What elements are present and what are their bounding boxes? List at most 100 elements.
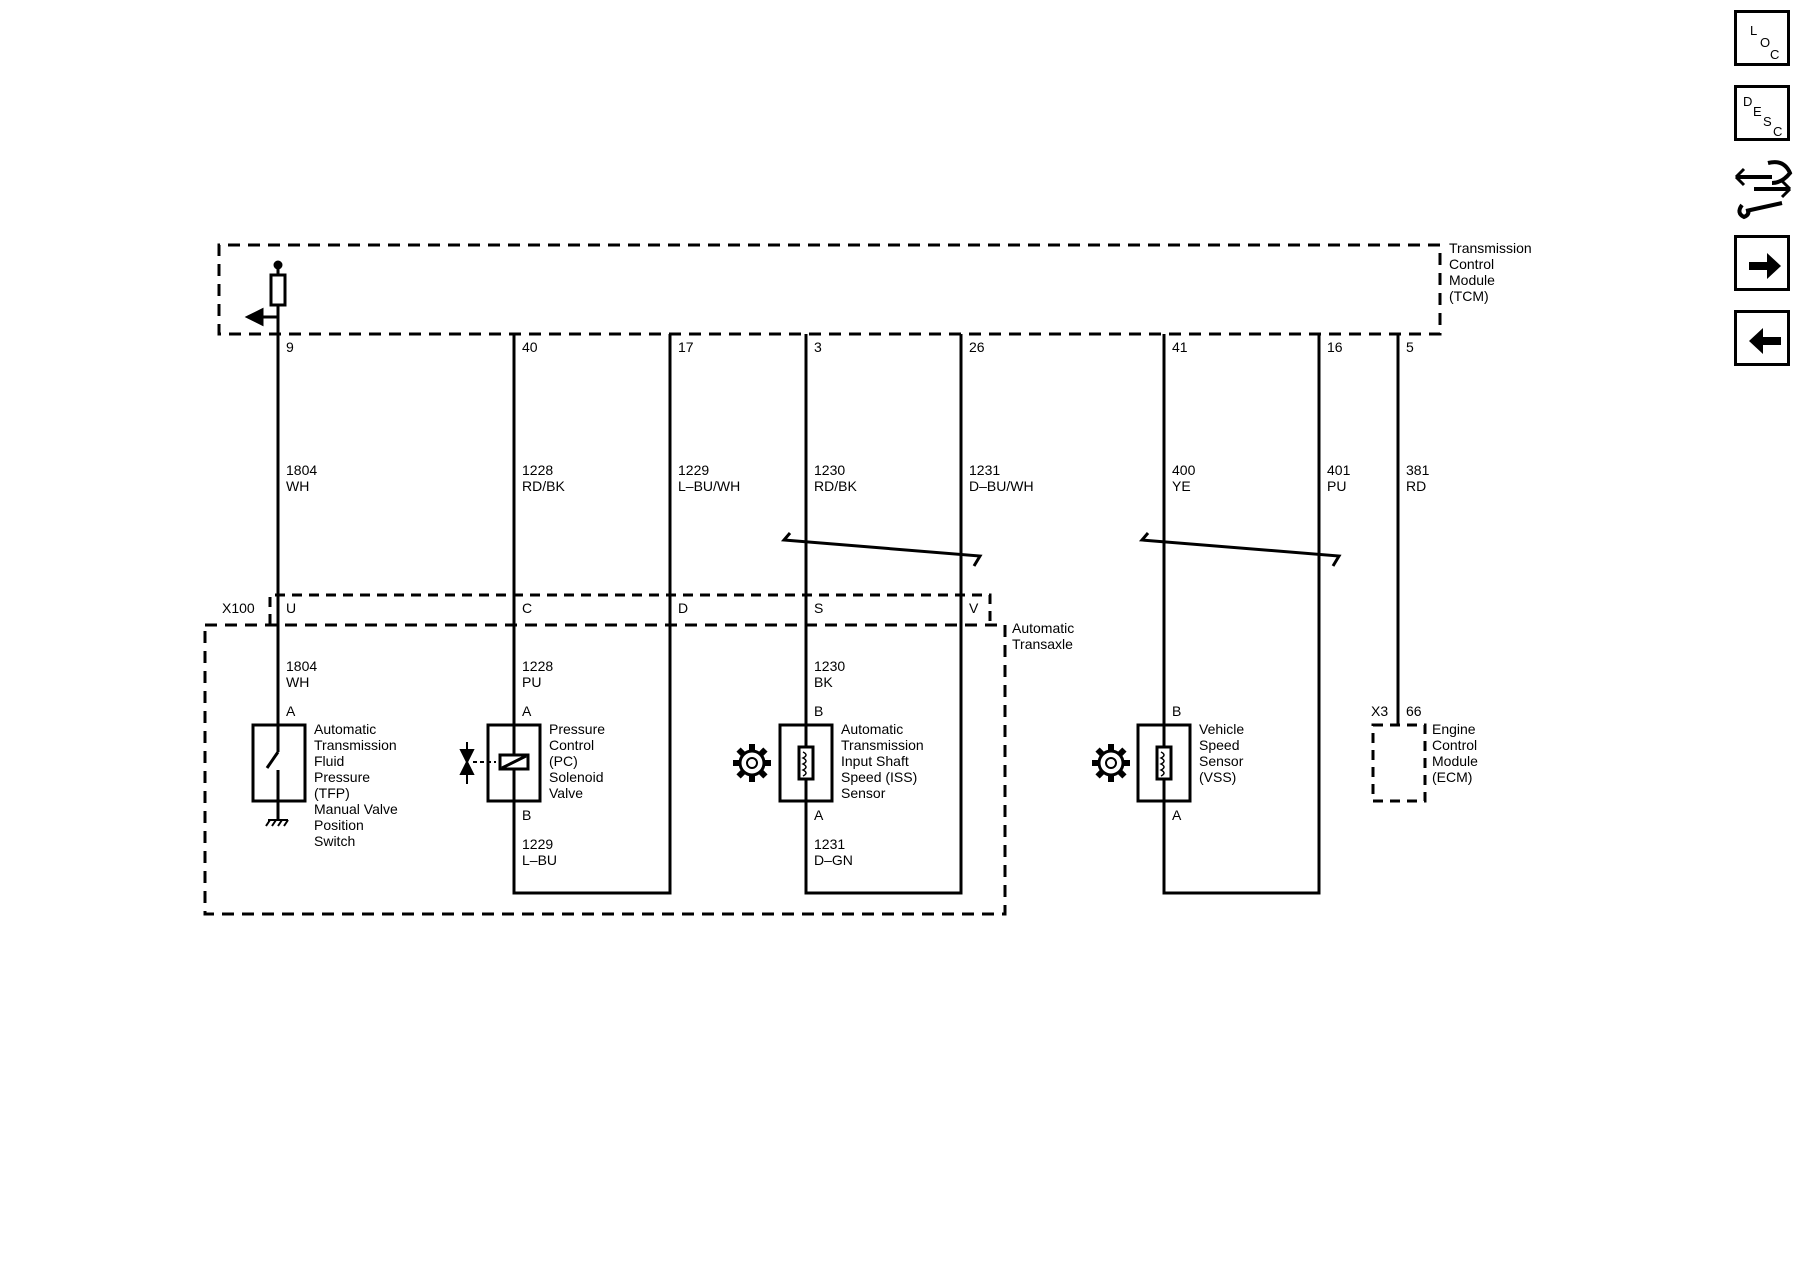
ecm-label: Engine Control Module (ECM) bbox=[1432, 721, 1478, 785]
svg-text:Transaxle: Transaxle bbox=[1012, 636, 1073, 652]
svg-text:A: A bbox=[286, 703, 296, 719]
svg-text:Input Shaft: Input Shaft bbox=[841, 753, 909, 769]
svg-text:16: 16 bbox=[1327, 339, 1343, 355]
svg-text:V: V bbox=[969, 600, 979, 616]
svg-text:L–BU/WH: L–BU/WH bbox=[678, 478, 740, 494]
connector-pinout-button[interactable] bbox=[1732, 155, 1794, 221]
svg-text:(TFP): (TFP) bbox=[314, 785, 350, 801]
svg-text:1229: 1229 bbox=[678, 462, 709, 478]
svg-text:L: L bbox=[1750, 23, 1757, 38]
svg-text:Automatic: Automatic bbox=[1012, 620, 1074, 636]
tcm-pin-numbers: 9 40 17 3 26 41 16 5 bbox=[286, 339, 1414, 355]
svg-text:YE: YE bbox=[1172, 478, 1191, 494]
svg-text:Control: Control bbox=[1432, 737, 1477, 753]
svg-text:9: 9 bbox=[286, 339, 294, 355]
pc-solenoid-label: Pressure Control (PC) Solenoid Valve bbox=[549, 721, 605, 801]
svg-text:Control: Control bbox=[1449, 256, 1494, 272]
transaxle-label: Automatic Transaxle bbox=[1012, 620, 1074, 652]
svg-text:B: B bbox=[814, 703, 823, 719]
svg-text:WH: WH bbox=[286, 478, 309, 494]
vss-sensor-label: Vehicle Speed Sensor (VSS) bbox=[1199, 721, 1244, 785]
svg-text:D: D bbox=[678, 600, 688, 616]
svg-text:B: B bbox=[522, 807, 531, 823]
svg-text:(ECM): (ECM) bbox=[1432, 769, 1472, 785]
svg-text:Manual Valve: Manual Valve bbox=[314, 801, 398, 817]
connector-pinout-icon bbox=[1734, 160, 1793, 220]
svg-text:40: 40 bbox=[522, 339, 538, 355]
svg-text:D–BU/WH: D–BU/WH bbox=[969, 478, 1034, 494]
svg-text:26: 26 bbox=[969, 339, 985, 355]
svg-text:(TCM): (TCM) bbox=[1449, 288, 1489, 304]
ground-icon bbox=[265, 819, 289, 827]
svg-text:WH: WH bbox=[286, 674, 309, 690]
svg-text:C: C bbox=[522, 600, 532, 616]
location-icon: L O C bbox=[1750, 23, 1779, 62]
svg-text:Switch: Switch bbox=[314, 833, 355, 849]
location-button[interactable]: L O C bbox=[1734, 10, 1790, 66]
svg-text:L–BU: L–BU bbox=[522, 852, 557, 868]
previous-button[interactable] bbox=[1734, 310, 1790, 366]
tcm-label: Transmission Control Module (TCM) bbox=[1449, 240, 1532, 304]
svg-text:381: 381 bbox=[1406, 462, 1430, 478]
gear-icon bbox=[1092, 744, 1130, 782]
svg-text:1231: 1231 bbox=[969, 462, 1000, 478]
x100-label: X100 bbox=[222, 600, 255, 616]
svg-text:Valve: Valve bbox=[549, 785, 583, 801]
ecm-module: X3 66 Engine Control Module (ECM) bbox=[1371, 703, 1478, 803]
svg-text:PU: PU bbox=[1327, 478, 1346, 494]
svg-text:RD/BK: RD/BK bbox=[814, 478, 857, 494]
upper-wire-labels: 1804 WH 1228 RD/BK 1229 L–BU/WH 1230 RD/… bbox=[286, 462, 1430, 494]
svg-text:1804: 1804 bbox=[286, 462, 317, 478]
vss-sensor: B A Vehicle Spee bbox=[1092, 703, 1244, 823]
next-arrow-icon bbox=[1749, 253, 1781, 279]
svg-text:D–GN: D–GN bbox=[814, 852, 853, 868]
svg-text:1230: 1230 bbox=[814, 462, 845, 478]
tcm-internal-pullup bbox=[244, 260, 287, 327]
svg-text:Position: Position bbox=[314, 817, 364, 833]
svg-text:1804: 1804 bbox=[286, 658, 317, 674]
svg-text:Module: Module bbox=[1449, 272, 1495, 288]
svg-text:Engine: Engine bbox=[1432, 721, 1476, 737]
x100-connector bbox=[268, 593, 992, 624]
tcm-module-box bbox=[217, 243, 1442, 336]
svg-text:Sensor: Sensor bbox=[1199, 753, 1244, 769]
svg-text:1229: 1229 bbox=[522, 836, 553, 852]
svg-text:BK: BK bbox=[814, 674, 833, 690]
svg-text:17: 17 bbox=[678, 339, 694, 355]
wires bbox=[276, 317, 1400, 895]
valve-icon bbox=[459, 742, 496, 784]
svg-text:Control: Control bbox=[549, 737, 594, 753]
svg-text:400: 400 bbox=[1172, 462, 1196, 478]
svg-text:401: 401 bbox=[1327, 462, 1351, 478]
description-button[interactable]: D E S C bbox=[1734, 85, 1790, 141]
svg-text:Pressure: Pressure bbox=[314, 769, 370, 785]
svg-text:Transmission: Transmission bbox=[841, 737, 924, 753]
iss-sensor: B A Automatic Tr bbox=[733, 703, 924, 823]
svg-text:A: A bbox=[814, 807, 824, 823]
svg-text:1230: 1230 bbox=[814, 658, 845, 674]
svg-text:A: A bbox=[1172, 807, 1182, 823]
svg-text:Fluid: Fluid bbox=[314, 753, 344, 769]
svg-text:Module: Module bbox=[1432, 753, 1478, 769]
svg-text:D: D bbox=[1743, 94, 1752, 109]
svg-text:Solenoid: Solenoid bbox=[549, 769, 604, 785]
svg-text:Sensor: Sensor bbox=[841, 785, 886, 801]
description-icon: D E S C bbox=[1743, 94, 1782, 139]
svg-text:41: 41 bbox=[1172, 339, 1188, 355]
svg-text:S: S bbox=[1763, 114, 1772, 129]
svg-text:1231: 1231 bbox=[814, 836, 845, 852]
svg-text:Speed (ISS): Speed (ISS) bbox=[841, 769, 917, 785]
svg-text:Automatic: Automatic bbox=[314, 721, 376, 737]
tfp-switch: A Automatic Transmission Fluid Pressure … bbox=[251, 703, 398, 849]
iss-sensor-label: Automatic Transmission Input Shaft Speed… bbox=[841, 721, 924, 801]
next-button[interactable] bbox=[1734, 235, 1790, 291]
svg-text:RD/BK: RD/BK bbox=[522, 478, 565, 494]
pc-solenoid-valve: A B Pressure Control (PC) Solenoid Valve bbox=[459, 703, 605, 823]
svg-text:E: E bbox=[1753, 104, 1762, 119]
svg-text:C: C bbox=[1773, 124, 1782, 139]
svg-text:C: C bbox=[1770, 47, 1779, 62]
svg-text:U: U bbox=[286, 600, 296, 616]
svg-text:5: 5 bbox=[1406, 339, 1414, 355]
svg-text:(PC): (PC) bbox=[549, 753, 578, 769]
